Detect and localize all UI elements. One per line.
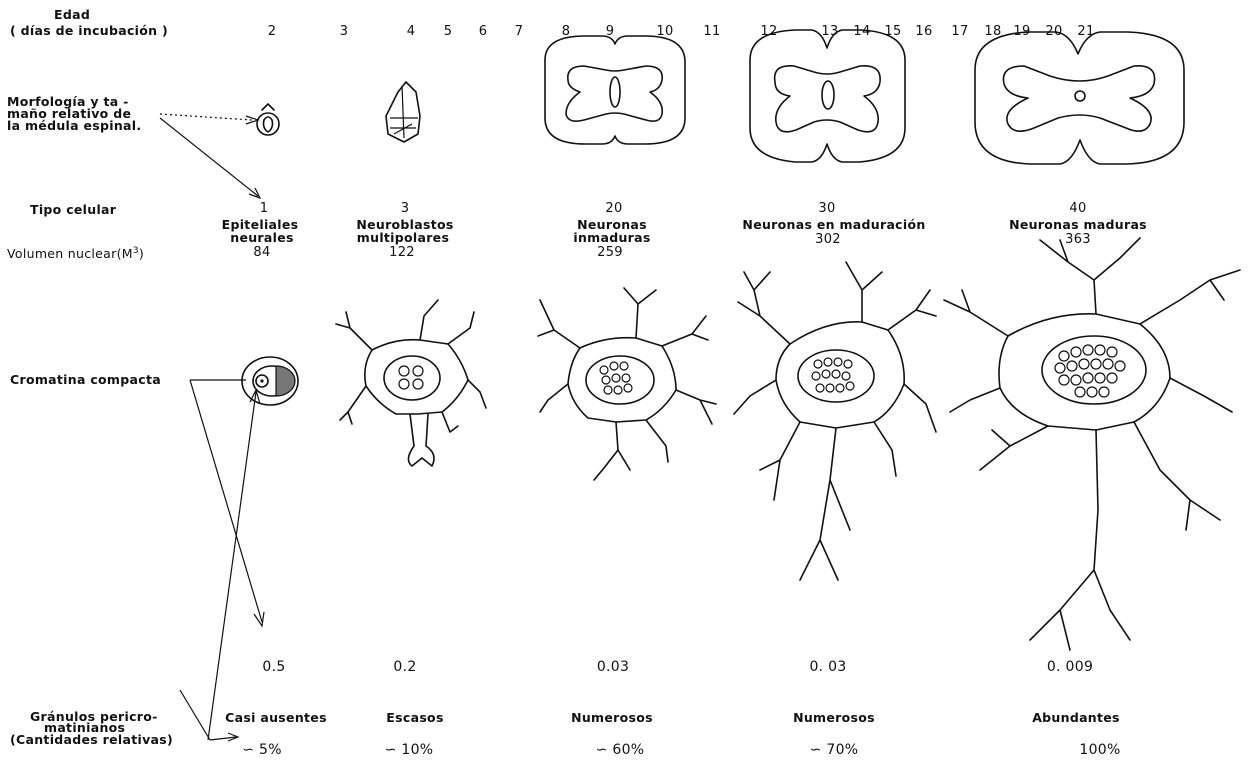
- morphology-label-line-3: la médula espinal.: [7, 120, 141, 133]
- day-9: 9: [606, 25, 615, 38]
- day-12: 12: [760, 25, 777, 38]
- cell-type-label: Tipo celular: [30, 204, 116, 217]
- stage-5-chromatin: 0. 009: [1047, 660, 1093, 674]
- stage-1-granules: Casi ausentes: [225, 712, 327, 725]
- stage-2-percent: ∽ 10%: [385, 743, 434, 757]
- stage-1-volume: 84: [253, 246, 270, 259]
- stage-3-index: 20: [605, 202, 622, 215]
- age-label: Edad: [54, 9, 90, 22]
- stage-4-granules: Numerosos: [793, 712, 875, 725]
- spinal-cord-stage-3: [545, 36, 685, 144]
- chromatin-label: Cromatina compacta: [10, 374, 161, 387]
- granules-label-line-3: (Cantidades relativas): [10, 734, 173, 747]
- nuclear-volume-label: Volumen nuclear(M3): [7, 247, 144, 261]
- day-2: 2: [268, 25, 277, 38]
- day-8: 8: [562, 25, 571, 38]
- stage-5-index: 40: [1069, 202, 1086, 215]
- stage-5-percent: 100%: [1079, 743, 1120, 757]
- stage-4-index: 30: [818, 202, 835, 215]
- stage-5-name-line-1: Neuronas maduras: [1009, 219, 1147, 232]
- stage-1-chromatin: 0.5: [262, 660, 285, 674]
- stage-3-volume: 259: [597, 246, 623, 259]
- day-7: 7: [515, 25, 524, 38]
- spinal-cord-stage-2: [386, 82, 420, 142]
- cell-stage-4: [734, 262, 936, 580]
- stage-2-name-line-2: multipolares: [357, 232, 449, 245]
- day-5: 5: [444, 25, 453, 38]
- stage-2-volume: 122: [389, 246, 415, 259]
- stage-4-name-line-1: Neuronas en maduración: [742, 219, 925, 232]
- spinal-cord-stage-1: [257, 104, 279, 135]
- day-18: 18: [984, 25, 1001, 38]
- stage-2-index: 3: [401, 202, 410, 215]
- spinal-cord-stage-5: [975, 32, 1184, 164]
- stage-5-granules: Abundantes: [1032, 712, 1120, 725]
- stage-1-name-line-2: neurales: [230, 232, 293, 245]
- stage-2-chromatin: 0.2: [393, 660, 416, 674]
- stage-5-volume: 363: [1065, 233, 1091, 246]
- day-20: 20: [1045, 25, 1062, 38]
- stage-1-index: 1: [260, 202, 269, 215]
- day-21: 21: [1077, 25, 1094, 38]
- day-19: 19: [1013, 25, 1030, 38]
- stage-4-volume: 302: [815, 233, 841, 246]
- day-14: 14: [853, 25, 870, 38]
- day-10: 10: [656, 25, 673, 38]
- stage-4-percent: ∽ 70%: [810, 743, 859, 757]
- cell-stage-3: [538, 288, 716, 480]
- day-16: 16: [915, 25, 932, 38]
- cell-stage-2: [336, 300, 486, 466]
- stage-3-chromatin: 0.03: [597, 660, 629, 674]
- stage-4-chromatin: 0. 03: [809, 660, 846, 674]
- spinal-cord-stage-4: [750, 30, 905, 162]
- cell-stage-5: [944, 238, 1240, 650]
- stage-3-percent: ∽ 60%: [596, 743, 645, 757]
- day-11: 11: [703, 25, 720, 38]
- day-4: 4: [407, 25, 416, 38]
- stage-3-name-line-2: inmaduras: [573, 232, 650, 245]
- stage-3-granules: Numerosos: [571, 712, 653, 725]
- stage-1-percent: ∽ 5%: [242, 743, 282, 757]
- age-sublabel: ( días de incubación ): [10, 25, 168, 38]
- morphology-arrows: [160, 114, 260, 198]
- day-15: 15: [884, 25, 901, 38]
- stage-2-granules: Escasos: [386, 712, 443, 725]
- cell-stage-1: [242, 357, 298, 405]
- day-3: 3: [340, 25, 349, 38]
- day-13: 13: [821, 25, 838, 38]
- day-6: 6: [479, 25, 488, 38]
- day-17: 17: [951, 25, 968, 38]
- chromatin-arrows: [180, 380, 264, 741]
